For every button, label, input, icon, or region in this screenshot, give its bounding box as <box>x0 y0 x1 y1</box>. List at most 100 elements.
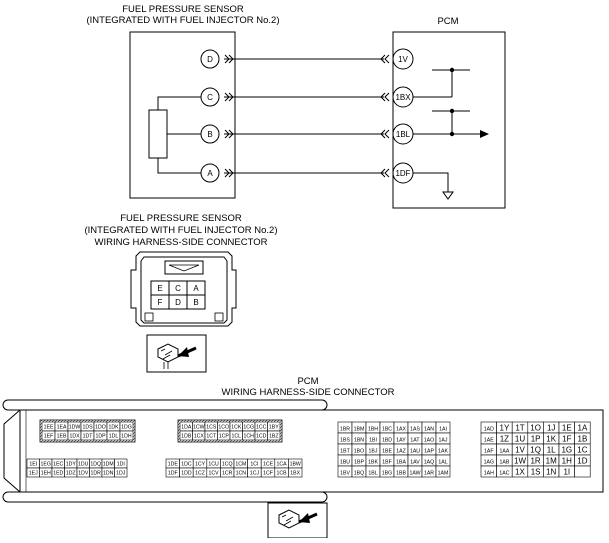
connector-pin-label: 1EG <box>41 462 51 468</box>
connector-pin-label: 1BR <box>340 427 350 433</box>
connector-pin-label: 1BK <box>368 460 378 466</box>
connector-pin-label: 1AG <box>484 460 494 466</box>
connector-pin-label: 1CV <box>209 471 220 477</box>
connector-pin-label: 1BT <box>340 449 350 455</box>
connector-cell <box>288 467 303 478</box>
connector-pin-label: 1CI <box>250 462 258 468</box>
connector-pin-label: 1AE <box>484 438 494 444</box>
view-direction-icon <box>146 334 207 373</box>
connector-pin-label: 1DJ <box>116 471 126 477</box>
sensor-pin-label: C <box>207 93 213 102</box>
connector-pin-label: 1CJ <box>250 471 260 477</box>
connector-pin-label: 1BN <box>354 438 364 444</box>
connector-pin-label: 1CC <box>256 425 267 431</box>
connector-cell <box>114 467 128 478</box>
connector-pin-label: 1DU <box>78 462 89 468</box>
connector-cell <box>186 294 206 310</box>
sensor-title-line1: FUEL PRESSURE SENSOR <box>122 4 244 15</box>
sensor-pin-label: A <box>207 169 213 178</box>
connector-pin-label: 1DE <box>168 462 179 468</box>
harness-title-line1: FUEL PRESSURE SENSOR <box>120 213 242 224</box>
connector-pin-label: 1Q <box>530 446 541 455</box>
connector-pin-label: 1CG <box>243 425 254 431</box>
connector-pin-label: 1BA <box>396 460 406 466</box>
pcm-box <box>392 31 506 209</box>
connector-pin-label: 1D <box>577 457 587 466</box>
connector-cell <box>435 465 451 478</box>
connector-pin-label: 1AW <box>409 471 420 477</box>
pcm-pin-label: 1V <box>398 55 408 64</box>
connector-pin-label: 1CT <box>206 434 217 440</box>
connector-pin-label: 1DP <box>95 434 106 440</box>
sensor-wire-a <box>157 158 201 174</box>
connector-cell <box>119 430 134 441</box>
connector-pin-label: 1DL <box>109 434 119 440</box>
connector-pin-label: 1EI <box>29 462 37 468</box>
connector-pin-label: 1O <box>530 424 541 433</box>
connector-pin-label: 1BO <box>354 449 364 455</box>
connector-pin-label: 1DO <box>95 425 106 431</box>
connector-pin-label: 1CL <box>231 434 241 440</box>
connector-pin-label: 1CO <box>218 425 229 431</box>
connector-pin-label: 1BJ <box>369 449 378 455</box>
connector-pin-label: 1T <box>515 424 524 433</box>
connector-pin-label: 1AZ <box>396 449 406 455</box>
connector-pin-label: 1CQ <box>222 462 233 468</box>
junction-dot <box>449 131 455 137</box>
pcm-label: PCM <box>437 16 458 27</box>
connector-pin-label: 1AM <box>438 471 449 477</box>
connector-pin-label: 1DS <box>82 425 93 431</box>
connector-pin-label: 1AV <box>410 460 420 466</box>
connector-pin-label: 1N <box>546 468 556 477</box>
connector-pin-label: A <box>193 284 199 293</box>
connector-pin-label: 1CM <box>235 462 246 468</box>
connector-pin-label: 1K <box>546 435 556 444</box>
connector-pin-label: 1DM <box>103 462 114 468</box>
connector-pin-label: 1CD <box>256 434 267 440</box>
connector-pin-label: 1E <box>562 424 572 433</box>
connector-pin-label: 1BB <box>396 471 406 477</box>
connector-pin-label: 1AI <box>439 427 447 433</box>
connector-pin-label: 1DB <box>181 434 192 440</box>
sensor-pin-circle <box>200 87 220 107</box>
connector-pin-label: 1BD <box>382 438 392 444</box>
connector-pin-label: 1P <box>531 435 541 444</box>
connector-pin-label: 1DZ <box>66 471 76 477</box>
connector-pin-label: 1CE <box>263 462 274 468</box>
pcm-pin-label: 1BL <box>396 130 411 139</box>
connector-pin-label: 1DF <box>168 471 178 477</box>
connector-pin-label: 1CB <box>277 471 288 477</box>
connector-pin-label: 1DW <box>69 425 81 431</box>
connector-pin-label: 1AD <box>484 427 494 433</box>
connector-pin-label: 1EF <box>44 434 54 440</box>
connector-pin-label: 1EA <box>57 425 67 431</box>
connector-pin-label: 1AR <box>424 471 434 477</box>
connector-pin-label: 1EH <box>41 471 51 477</box>
connector-pin-label: 1DQ <box>90 462 101 468</box>
connector-pin-label: 1DX <box>69 434 80 440</box>
connector-pin-label: 1BC <box>382 427 392 433</box>
connector-pin-label: 1G <box>561 446 572 455</box>
connector-pin-label: 1BH <box>368 427 378 433</box>
connector-pin-label: 1BE <box>382 449 392 455</box>
connector-pin-label: 1DK <box>108 425 119 431</box>
connector-pin-label: 1EC <box>53 462 63 468</box>
connector-cell <box>267 430 281 441</box>
connector-pin-label: 1AN <box>424 427 434 433</box>
connector-pin-label: 1M <box>546 457 557 466</box>
connector-pin-label: 1CZ <box>195 471 205 477</box>
connector-pin-label: 1F <box>562 435 571 444</box>
connector-pin-label: 1BL <box>368 471 377 477</box>
connector-pin-label: 1CY <box>195 462 206 468</box>
connector-pin-label: 1AS <box>410 427 420 433</box>
pcm-pin-label: 1BX <box>395 93 411 102</box>
connector-pin-label: 1AC <box>499 471 509 477</box>
pcm-connector-title-line1: PCM <box>297 376 318 387</box>
connector-pin-label: 1DY <box>66 462 77 468</box>
connector-pin-label: 1AH <box>484 471 494 477</box>
